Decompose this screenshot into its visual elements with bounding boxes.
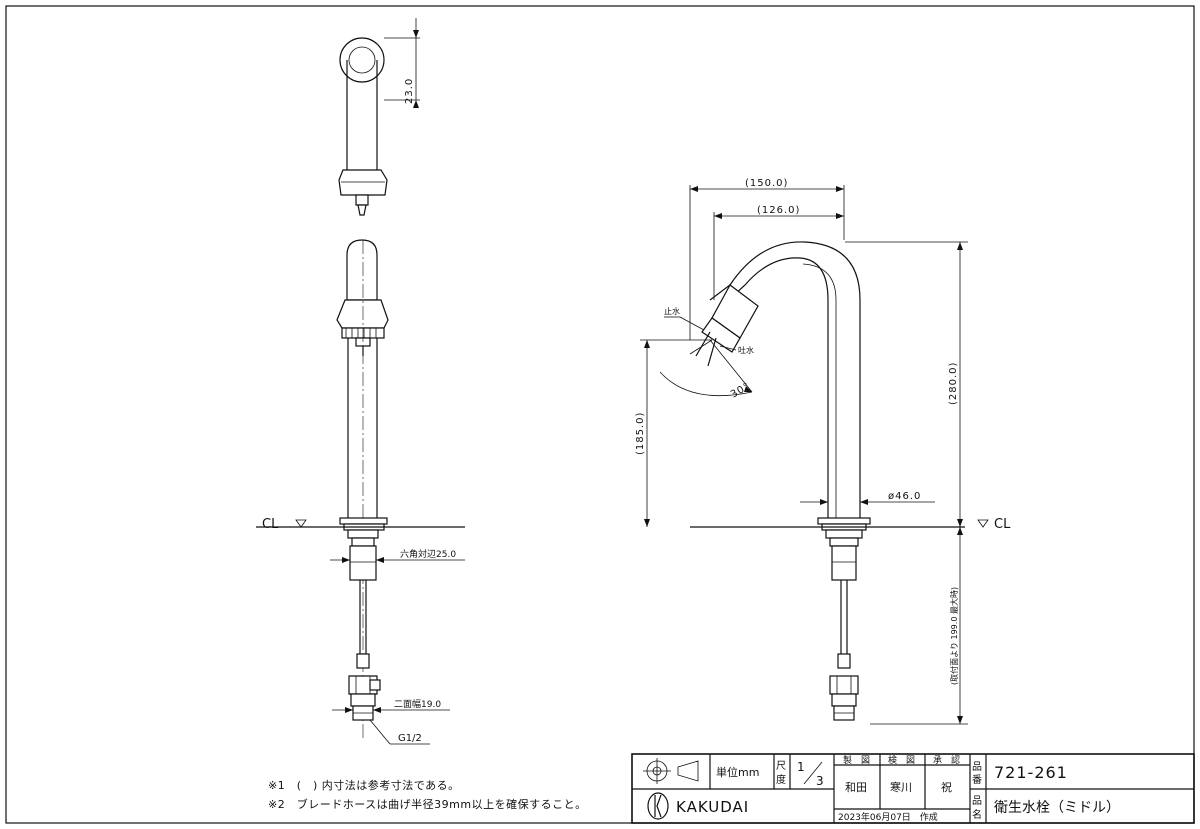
dim-spout-height: (185.0) <box>635 412 646 455</box>
side-view: 止水 吐水 30° CL ø46.0 <box>635 178 1011 725</box>
note-1: ※1 ( ) 内寸法は参考寸法である。 <box>268 778 460 792</box>
approved-by: 祝 <box>941 780 952 794</box>
dim-diameter: ø46.0 <box>888 491 921 502</box>
dim-top-offset: 23.0 <box>404 78 415 104</box>
name-label-2: 名 <box>972 808 982 821</box>
part-no-label-2: 番 <box>972 774 982 786</box>
dim-reach: (150.0) <box>745 178 788 189</box>
dim-total-height: (280.0) <box>948 362 959 405</box>
approved-label: 承 認 <box>933 754 960 766</box>
name-label-1: 品 <box>972 795 982 807</box>
scale-numerator: 1 <box>797 760 805 774</box>
created-date: 2023年06月07日 作成 <box>838 811 938 823</box>
dim-reach-inner: (126.0) <box>757 205 800 216</box>
brand-name: KAKUDAI <box>676 798 749 816</box>
top-view: 23.0 <box>338 18 420 216</box>
dim-two-flats: 二面幅19.0 <box>394 698 441 710</box>
checked-by: 寒川 <box>890 780 912 794</box>
label-discharge: 吐水 <box>738 345 754 355</box>
product-name: 衛生水栓（ミドル） <box>994 800 1120 816</box>
part-number: 721-261 <box>994 763 1068 782</box>
kakudai-logo: KAKUDAI <box>647 792 749 820</box>
scale-denominator: 3 <box>816 774 824 788</box>
sheet-border <box>5 5 1195 824</box>
title-block: 単位mm 尺 度 1 3 製 図 検 図 承 認 和田 寒川 祝 品 番 721… <box>631 753 1195 824</box>
dim-thread: G1/2 <box>398 733 422 744</box>
projection-symbol-icon <box>643 758 699 784</box>
drawn-label: 製 図 <box>843 754 870 766</box>
cl-label-right: CL <box>994 517 1011 532</box>
note-2: ※2 ブレードホースは曲げ半径39mm以上を確保すること。 <box>268 797 587 811</box>
unit-label: 単位mm <box>716 765 759 779</box>
checked-label: 検 図 <box>888 754 915 766</box>
front-view: CL 六角対辺25.0 二面幅19.0 G1/2 <box>256 239 465 745</box>
scale-label-2: 度 <box>776 773 786 786</box>
dim-angle: 30° <box>729 381 752 401</box>
scale-label-1: 尺 <box>776 760 786 772</box>
label-stop-water: 止水 <box>664 306 680 316</box>
dim-hex-flats: 六角対辺25.0 <box>400 548 456 560</box>
cl-label-left: CL <box>262 517 279 532</box>
drawn-by: 和田 <box>845 781 867 794</box>
dim-below-mount: (取付面より 199.0 最大時) <box>949 587 959 685</box>
part-no-label-1: 品 <box>972 761 982 773</box>
